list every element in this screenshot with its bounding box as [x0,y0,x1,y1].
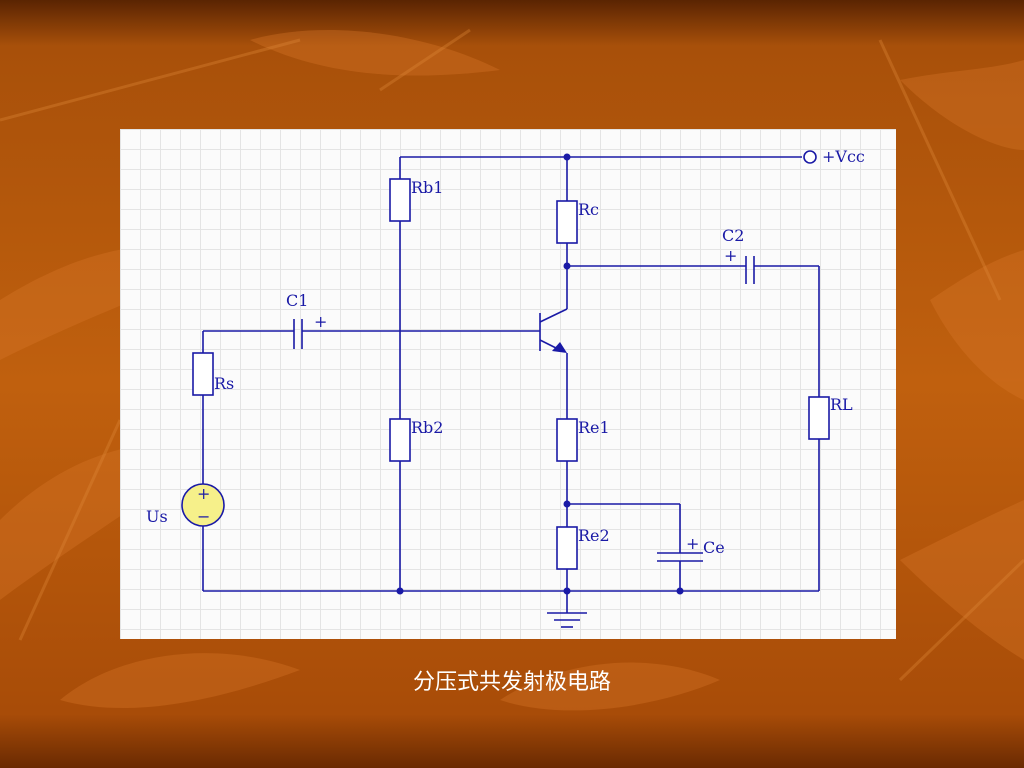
us-plus: + [197,484,210,503]
re1-resistor [556,418,578,527]
npn-transistor [539,308,568,419]
c2-plus: + [724,246,737,265]
ground-symbol [547,612,587,628]
vcc-rail [400,150,817,164]
ce-label: Ce [703,538,725,557]
rc-label: Rc [578,200,599,219]
us-label: Us [146,507,168,526]
us-voltage-source [181,483,225,591]
junction-dots [396,153,684,595]
rs-label: Rs [214,374,234,393]
c2-capacitor [567,256,820,397]
rb1-label: Rb1 [411,178,443,197]
rs-resistor [192,352,214,484]
c1-label: C1 [286,291,308,310]
rl-resistor [808,396,830,591]
vcc-label: +Vcc [822,147,865,166]
rb1-resistor [389,157,411,421]
rb2-label: Rb2 [411,418,443,437]
rc-resistor [556,157,578,309]
slide-caption: 分压式共发射极电路 [412,670,611,695]
ce-capacitor [567,503,703,591]
re2-label: Re2 [578,526,610,545]
c1-capacitor [293,319,540,349]
input-wiring [202,330,294,353]
ce-plus: + [686,534,699,553]
circuit-diagram-panel: +Vcc Rb1 Rb2 Rc C2 + [120,129,896,639]
ground-rail [203,590,819,613]
re2-resistor [556,526,578,591]
rl-label: RL [830,395,853,414]
c2-label: C2 [722,226,744,245]
c1-plus: + [314,312,327,331]
us-minus: − [197,507,210,526]
leaf-veins [0,28,1024,682]
rb2-resistor [389,418,411,591]
re1-label: Re1 [578,418,610,437]
